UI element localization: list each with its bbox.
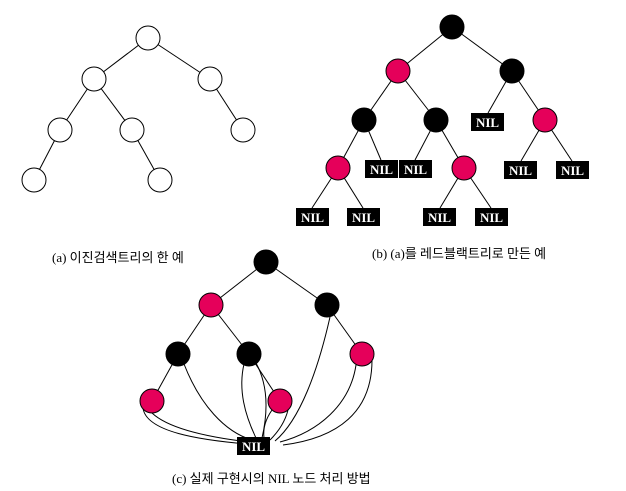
tree-c-nil-links xyxy=(142,316,373,446)
nil-leaf: NIL xyxy=(475,208,508,226)
tree-c-node-red xyxy=(267,388,293,414)
nil-label: NIL xyxy=(370,162,393,177)
tree-a-node xyxy=(230,117,256,143)
tree-c-node-black xyxy=(253,249,279,275)
tree-a-edges xyxy=(33,37,244,181)
nil-label: NIL xyxy=(561,163,584,178)
nil-label: NIL xyxy=(352,210,375,225)
tree-c-edges xyxy=(151,261,363,402)
tree-c-node-red xyxy=(198,292,224,318)
tree-b-node-black xyxy=(499,58,525,84)
tree-c-node-black xyxy=(165,341,191,367)
nil-leaf: NIL xyxy=(504,161,537,179)
nil-label: NIL xyxy=(428,210,451,225)
nil-label: NIL xyxy=(509,163,532,178)
nil-leaf: NIL xyxy=(471,113,504,131)
tree-b: NIL NIL NIL NIL NIL NIL NIL NIL xyxy=(296,14,589,226)
tree-c-node-red xyxy=(349,341,375,367)
tree-a-node xyxy=(119,117,145,143)
tree-b-node-black xyxy=(351,107,377,133)
tree-b-node-black xyxy=(423,107,449,133)
nil-label: NIL xyxy=(404,162,427,177)
tree-a-node xyxy=(47,117,73,143)
tree-c-node-black xyxy=(314,292,340,318)
caption-b: (b) (a)를 레드블랙트리로 만든 예 xyxy=(372,246,546,261)
nil-leaf: NIL xyxy=(347,208,380,226)
tree-a-node xyxy=(197,66,223,92)
nil-leaf: NIL xyxy=(365,160,398,178)
tree-b-node-red xyxy=(325,155,351,181)
nil-leaf: NIL xyxy=(423,208,456,226)
tree-b-node-black xyxy=(439,14,465,40)
tree-c-node-black xyxy=(236,341,262,367)
nil-sentinel: NIL xyxy=(237,437,270,455)
nil-leaf: NIL xyxy=(556,161,589,179)
nil-label: NIL xyxy=(242,439,265,454)
tree-a-node xyxy=(21,167,47,193)
nil-label: NIL xyxy=(476,115,499,130)
caption-a: (a) 이진검색트리의 한 예 xyxy=(52,250,184,265)
nil-label: NIL xyxy=(480,210,503,225)
tree-c: NIL xyxy=(139,249,375,455)
tree-a-node xyxy=(147,167,173,193)
tree-c-node-red xyxy=(139,388,165,414)
tree-b-node-red xyxy=(532,107,558,133)
tree-a-node xyxy=(135,25,161,51)
nil-leaf: NIL xyxy=(399,160,432,178)
tree-a xyxy=(21,25,256,193)
tree-b-node-red xyxy=(385,58,411,84)
nil-label: NIL xyxy=(301,210,324,225)
tree-b-node-red xyxy=(451,155,477,181)
nil-leaf: NIL xyxy=(296,208,329,226)
caption-c: (c) 실제 구현시의 NIL 노드 처리 방법 xyxy=(172,471,371,486)
tree-a-node xyxy=(81,66,107,92)
